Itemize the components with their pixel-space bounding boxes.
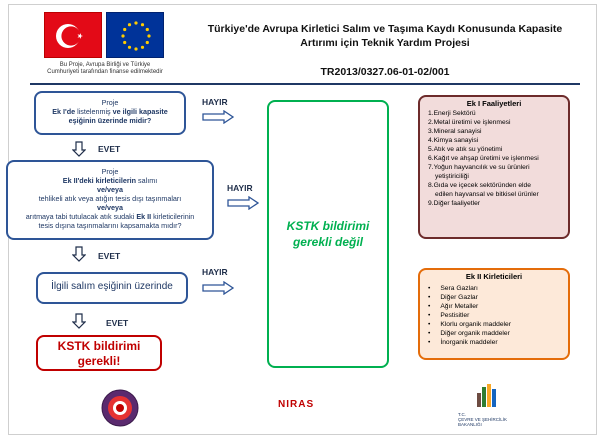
question-label: Proje	[101, 167, 119, 176]
notification-not-required-box: KSTK bildirimi gerekli değil	[267, 100, 389, 368]
ministry-emblem-icon	[477, 384, 496, 407]
list-item: Pestisitler	[436, 311, 562, 320]
list-item: 8.Gıda ve içecek sektöründen elde	[428, 181, 531, 189]
ministry-name-line: T.C.	[458, 412, 467, 417]
list-item: Diğer organik maddeler	[436, 329, 562, 338]
header-divider	[30, 83, 580, 85]
question-line: arıtmaya tabi tutulacak atık sudaki Ek I…	[12, 212, 208, 221]
question-text: tesis dışına taşınmalarını kapsamakta mı…	[38, 221, 182, 230]
annex-2-title: Ek II Kirleticileri	[465, 272, 523, 281]
ministry-name: T.C. ÇEVRE VE ŞEHİRCİLİK BAKANLIĞI	[458, 412, 518, 427]
annex-1-activities-box: Ek I Faaliyetleri 1.Enerji Sektörü 2.Met…	[418, 95, 570, 239]
question-emphasis: ve/veya	[97, 203, 123, 212]
right-arrow-icon	[202, 281, 234, 295]
project-title-line: Türkiye'de Avrupa Kirletici Salım ve Taş…	[207, 23, 563, 35]
list-item: Klorlu organik maddeler	[436, 320, 562, 329]
no-label: HAYIR	[202, 267, 228, 277]
eu-flag-icon	[106, 12, 164, 58]
list-item: İnorganik maddeler	[436, 338, 562, 347]
funding-note: Bu Proje, Avrupa Birliği ve Türkiye Cumh…	[40, 62, 170, 76]
question-ek1-box: Proje Ek I'de listelenmiş ve ilgili kapa…	[34, 91, 186, 135]
question-label: Proje	[101, 98, 119, 107]
down-arrow-icon	[72, 246, 86, 262]
flags-logo	[44, 12, 164, 58]
annex-2-pollutants-box: Ek II Kirleticileri Sera Gazları Diğer G…	[418, 268, 570, 360]
question-text: salımı	[136, 176, 158, 185]
annex-1-list: 1.Enerji Sektörü 2.Metal üretimi ve işle…	[426, 110, 562, 208]
threshold-question-box: İlgili salım eşiğinin üzerinde	[36, 272, 188, 304]
niras-logo: NIRAS	[278, 399, 315, 410]
result-line: gerekli!	[77, 354, 121, 368]
annex-1-title: Ek I Faaliyetleri	[466, 99, 522, 108]
no-label: HAYIR	[202, 97, 228, 107]
question-emphasis: eşiğinin üzerinde midir?	[68, 116, 152, 125]
project-code: TR2013/0327.06-01-02/001	[320, 66, 450, 78]
list-item: 6.Kağıt ve ahşap üretimi ve işlenmesi	[428, 154, 539, 162]
yes-label: EVET	[98, 144, 121, 154]
not-required-line: KSTK bildirimi	[286, 219, 370, 233]
question-line: Ek II'deki kirleticilerin salımı	[12, 176, 208, 185]
funding-note-line: Cumhuriyeti tarafından finanse edilmekte…	[47, 69, 163, 75]
list-item: 9.Diğer faaliyetler	[428, 199, 481, 207]
yes-label: EVET	[106, 318, 129, 328]
list-item: yetiştiriciliği	[435, 172, 469, 180]
right-arrow-icon	[202, 110, 234, 124]
question-emphasis: Ek II	[136, 212, 152, 221]
no-label: HAYIR	[227, 183, 253, 193]
question-text: tehlikeli atık veya atığın tesis dışı ta…	[38, 194, 182, 203]
list-item: Ağır Metaller	[436, 302, 562, 311]
list-item: 3.Mineral sanayisi	[428, 127, 482, 135]
question-emphasis: Ek I'de	[52, 107, 76, 116]
notification-required-box: KSTK bildirimi gerekli!	[36, 335, 162, 371]
ministry-logo: T.C. ÇEVRE VE ŞEHİRCİLİK BAKANLIĞI	[458, 384, 518, 428]
question-emphasis: Ek II'deki kirleticilerin	[62, 176, 137, 185]
list-item: 5.Atık ve atık su yönetimi	[428, 145, 503, 153]
yes-label: EVET	[98, 251, 121, 261]
right-arrow-icon	[227, 196, 259, 210]
project-title: Türkiye'de Avrupa Kirletici Salım ve Taş…	[205, 22, 565, 50]
down-arrow-icon	[72, 313, 86, 329]
question-line: Ek I'de listelenmiş ve ilgili kapasite	[40, 107, 180, 116]
funding-note-line: Bu Proje, Avrupa Birliği ve Türkiye	[59, 62, 151, 68]
list-item: edilen hayvansal ve bitkisel ürünler	[435, 190, 539, 198]
cfcu-logo-icon	[101, 389, 139, 427]
not-required-line: gerekli değil	[292, 235, 363, 249]
annex-2-list: Sera Gazları Diğer Gazlar Ağır Metaller …	[426, 284, 562, 347]
result-line: KSTK bildirimi	[57, 339, 141, 353]
list-item: 4.Kimya sanayisi	[428, 136, 479, 144]
list-item: 2.Metal üretimi ve işlenmesi	[428, 118, 511, 126]
list-item: Sera Gazları	[436, 284, 562, 293]
project-title-line: Artırımı için Teknik Yardım Projesi	[300, 37, 470, 49]
list-item: Diğer Gazlar	[436, 293, 562, 302]
down-arrow-icon	[72, 141, 86, 157]
list-item: 7.Yoğun hayvancılık ve su ürünleri	[428, 163, 530, 171]
ministry-name-line: ÇEVRE VE ŞEHİRCİLİK	[458, 417, 508, 422]
question-text: kirleticilerinin	[151, 212, 195, 221]
question-text: listelenmiş	[75, 107, 113, 116]
question-text: arıtmaya tabi tutulacak atık sudaki	[25, 212, 137, 221]
turkey-flag-icon	[44, 12, 102, 58]
question-emphasis: ve ilgili kapasite	[112, 107, 168, 116]
question-emphasis: ve/veya	[97, 185, 123, 194]
ministry-name-line: BAKANLIĞI	[458, 422, 482, 427]
question-ek2-box: Proje Ek II'deki kirleticilerin salımı v…	[6, 160, 214, 240]
list-item: 1.Enerji Sektörü	[428, 110, 476, 117]
